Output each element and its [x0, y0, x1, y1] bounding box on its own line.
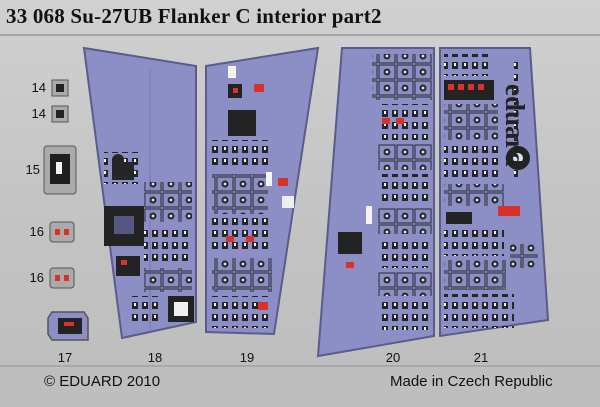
- part-number-label: 20: [385, 350, 401, 365]
- part-number-label: 15: [25, 162, 40, 177]
- part-15-piece: [43, 145, 77, 195]
- copyright-text: © EDUARD 2010: [44, 373, 161, 390]
- part-16-pieces: [49, 221, 75, 289]
- part-number-label: 16: [29, 224, 44, 239]
- part-number-label: 14: [31, 106, 46, 121]
- part-21-panel: [439, 47, 550, 338]
- part-number-label: 16: [29, 270, 44, 285]
- part-number-label: 21: [473, 350, 489, 365]
- part-number-label: 18: [147, 350, 163, 365]
- part-19-panel: [205, 46, 320, 336]
- sheet-title: 33 068 Su-27UB Flanker C interior part2: [6, 4, 382, 28]
- part-number-label: 14: [31, 80, 46, 95]
- origin-text: Made in Czech Republic: [390, 373, 553, 390]
- brand-logo-text: eduard: [500, 84, 530, 167]
- part-number-label: 17: [57, 350, 73, 365]
- part-number-label: 19: [239, 350, 255, 365]
- part-14-pieces: [51, 79, 69, 123]
- part-20-panel: [316, 47, 435, 358]
- part-17-piece: [47, 311, 89, 341]
- part-18-panel: [82, 46, 197, 340]
